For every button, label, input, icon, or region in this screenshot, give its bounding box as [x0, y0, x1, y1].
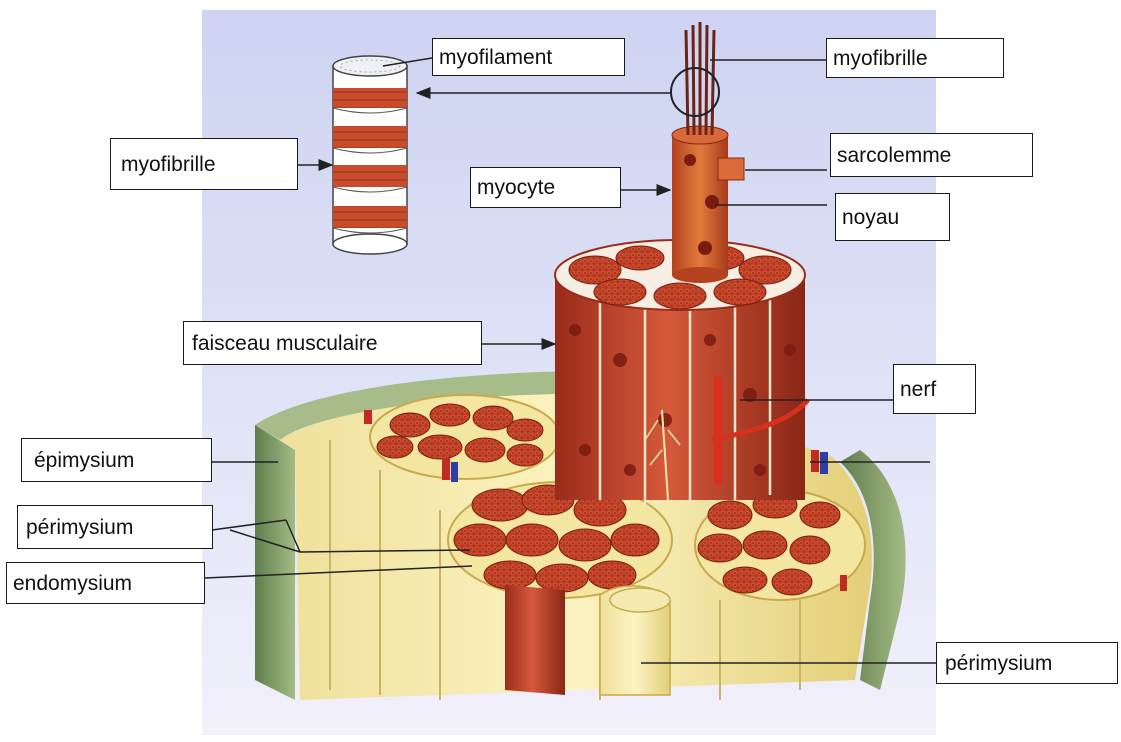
label-myocyte: myocyte [470, 167, 621, 208]
label-myofibrille-top: myofibrille [826, 38, 1004, 78]
label-perimysium-left: périmysium [17, 505, 213, 549]
label-sarcolemme: sarcolemme [830, 133, 1033, 177]
label-perimysium-right: périmysium [936, 642, 1118, 684]
label-myofilament: myofilament [432, 38, 625, 76]
myofibrille-detail-cylinder [333, 56, 407, 254]
label-epimysium: épimysium [21, 438, 212, 482]
label-noyau: noyau [835, 193, 950, 241]
label-faisceau-musculaire: faisceau musculaire [183, 321, 482, 365]
label-endomysium: endomysium [6, 562, 205, 604]
label-myofibrille-left: myofibrille [110, 138, 298, 190]
label-nerf: nerf [893, 364, 976, 414]
